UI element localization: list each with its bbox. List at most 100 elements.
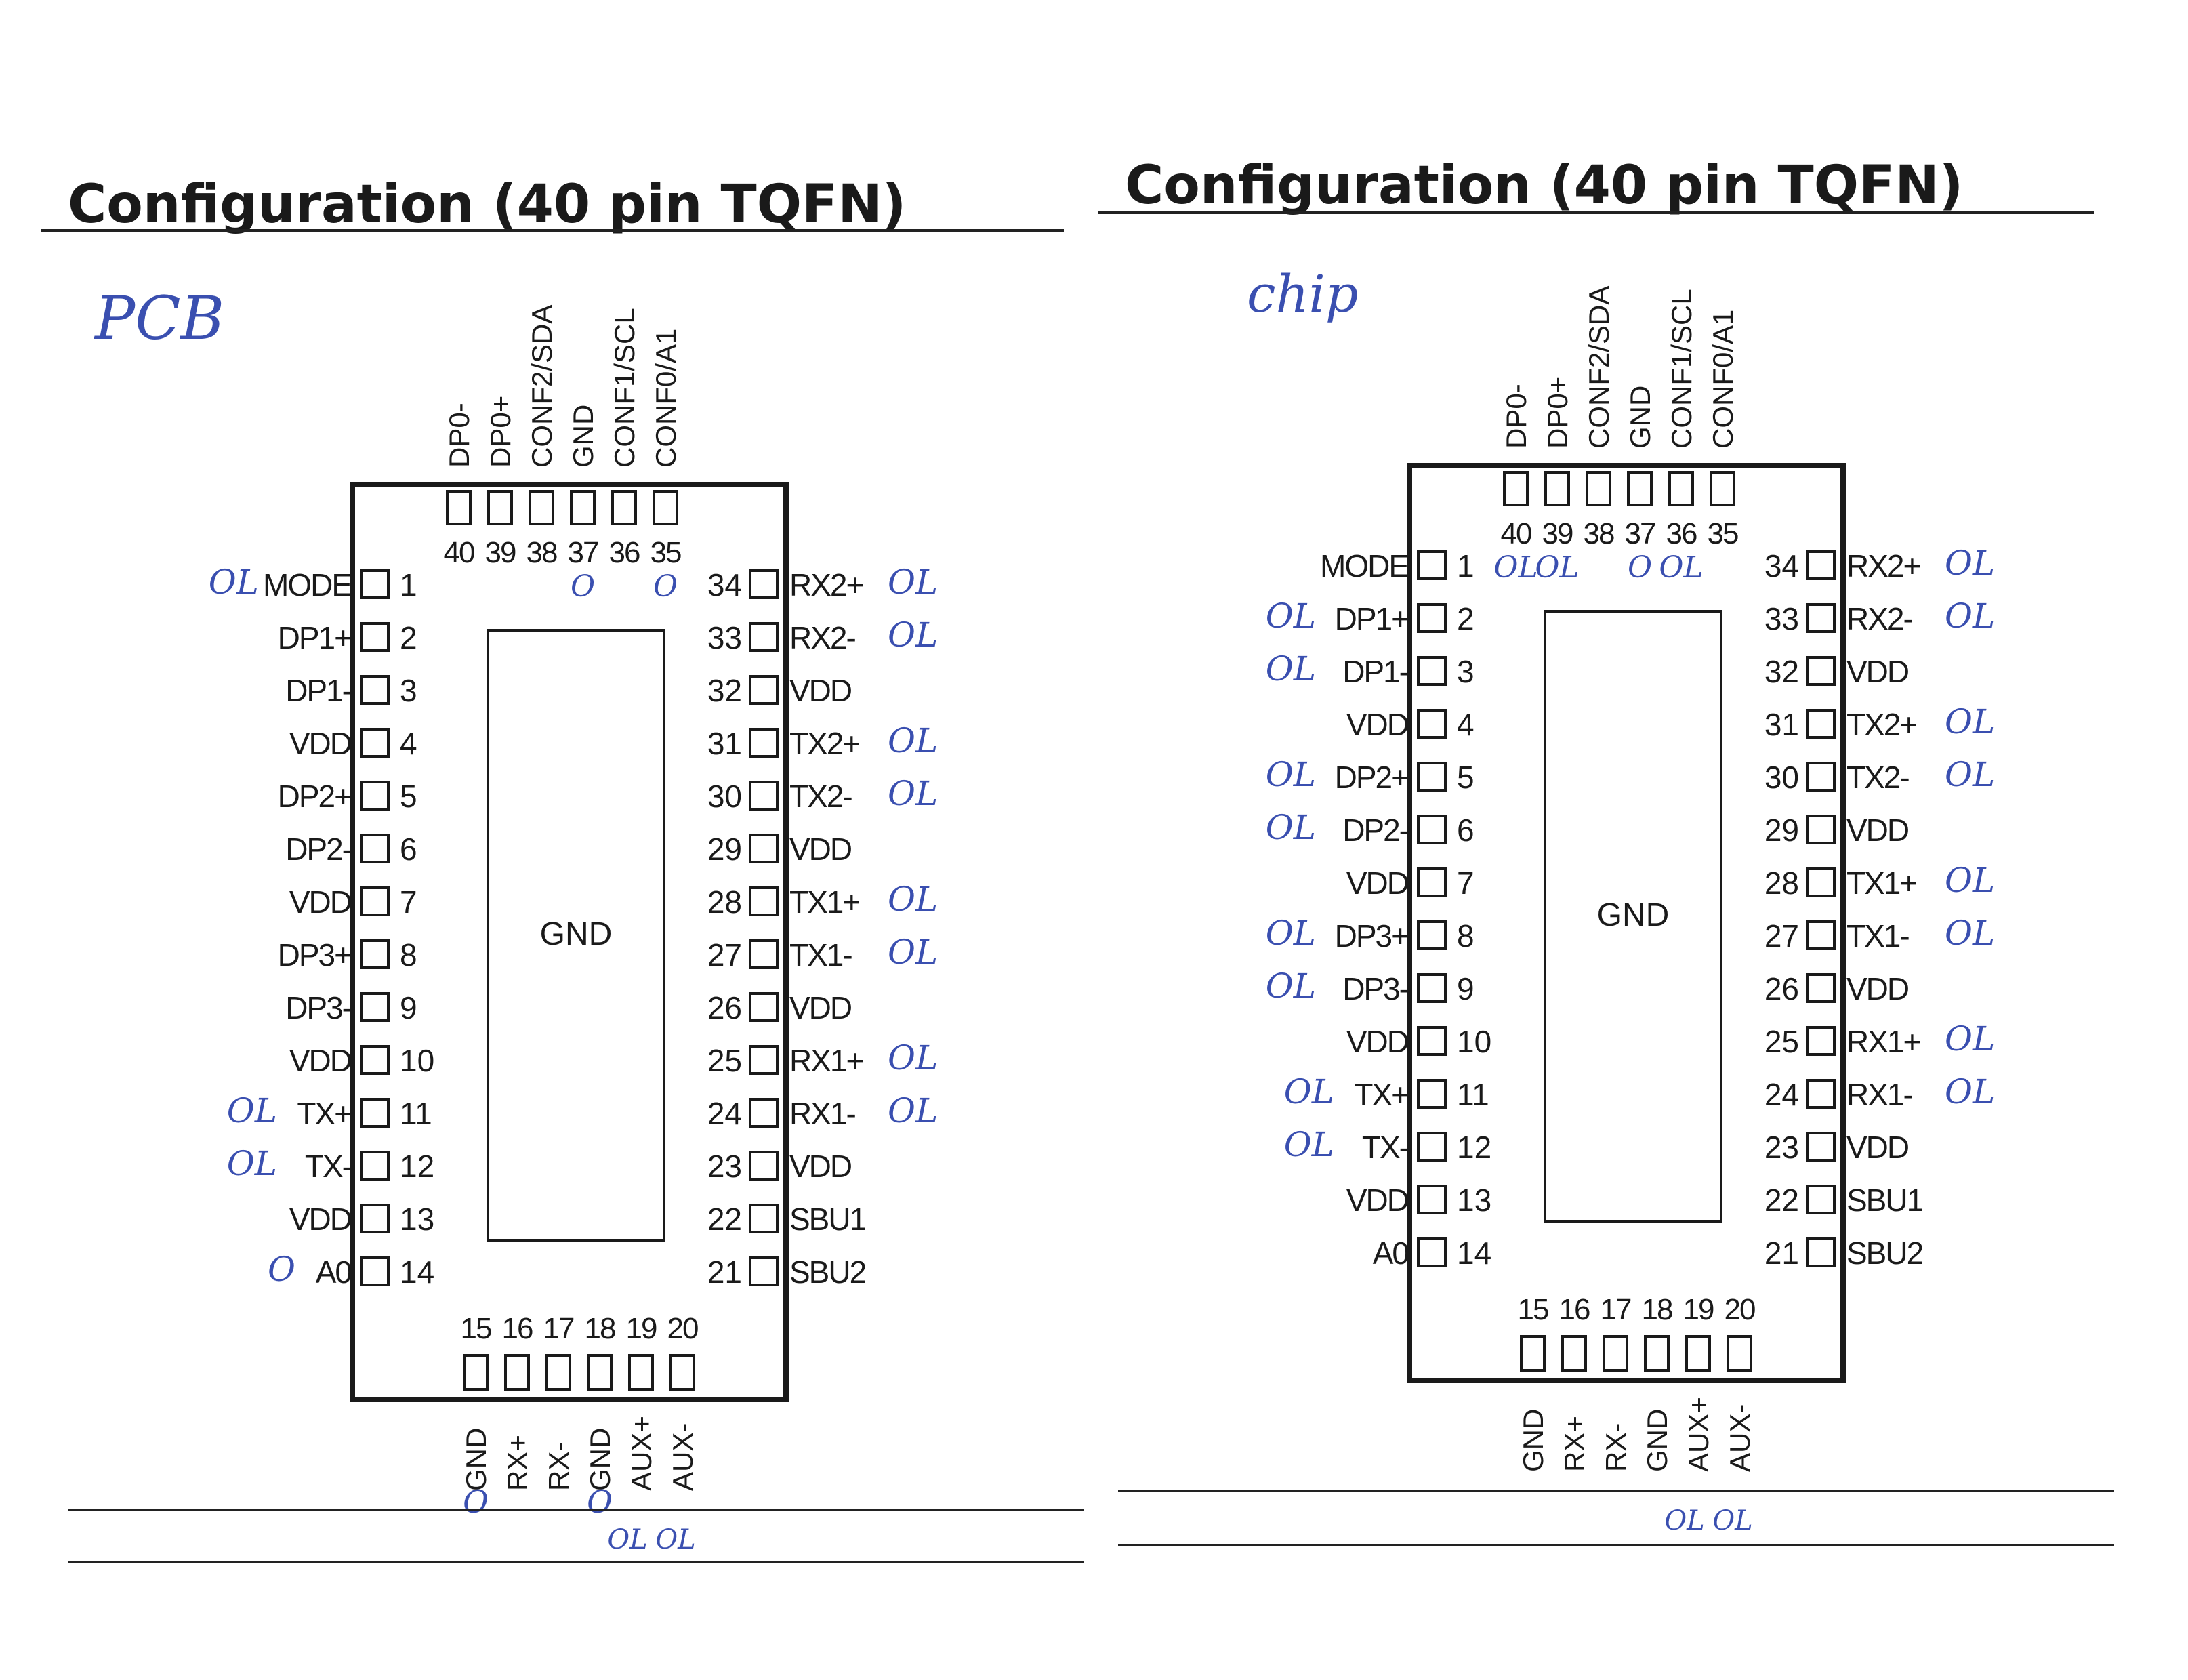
- pin-name: DP3-: [285, 990, 351, 1025]
- pin-name: RX+: [1559, 1416, 1590, 1472]
- pin-name: TX-: [1362, 1130, 1409, 1165]
- pin-number: 24: [1764, 1077, 1799, 1112]
- pin-pad: [545, 1354, 571, 1391]
- pin-pad: [1417, 762, 1447, 792]
- pin-number: 17: [543, 1312, 574, 1345]
- exposed-pad-label: GND: [1597, 897, 1670, 933]
- pin-number: 2: [400, 620, 417, 655]
- pin-pad: [529, 490, 554, 525]
- pin-name: DP2+: [278, 779, 351, 814]
- pin-number: 5: [1457, 760, 1474, 795]
- pin-number: 9: [400, 990, 417, 1025]
- pin-name: RX1+: [1846, 1024, 1920, 1059]
- pin-number: 21: [1764, 1235, 1799, 1271]
- pin-number: 7: [400, 884, 417, 920]
- pin-pad: [611, 490, 637, 525]
- pin-number: 29: [1764, 813, 1799, 848]
- pin-name: DP3-: [1342, 971, 1408, 1006]
- pin-pad: [587, 1354, 613, 1391]
- pin-pad: [1710, 471, 1735, 506]
- pin-name: RX2-: [789, 620, 855, 655]
- pin-name: VDD: [1346, 1024, 1409, 1059]
- pin-pad: [1586, 471, 1611, 506]
- pin-pad: [504, 1354, 530, 1391]
- pin-name: A0: [316, 1254, 352, 1290]
- pin-pad: [360, 1204, 390, 1233]
- exposed-pad-label: GND: [540, 916, 613, 952]
- handwritten-note: O: [1628, 550, 1652, 585]
- handwritten-note: OL: [1266, 808, 1316, 847]
- pin-pad: [1806, 656, 1836, 686]
- pin-pad: [1417, 1079, 1447, 1109]
- pin-pad: [1806, 920, 1836, 950]
- pin-number: 7: [1457, 865, 1474, 901]
- pin-pad: [749, 939, 779, 969]
- pin-pad: [749, 1151, 779, 1181]
- pin-name: GND: [584, 1428, 616, 1491]
- pin-name: DP1+: [1335, 601, 1408, 636]
- pin-pad: [653, 490, 678, 525]
- pin-name: RX-: [543, 1442, 575, 1491]
- pin-number: 6: [400, 832, 417, 867]
- pin-pad: [1503, 471, 1529, 506]
- pin-pad: [749, 886, 779, 916]
- pin-name: TX1+: [789, 884, 859, 920]
- pin-pad: [446, 490, 472, 525]
- pin-pad: [1806, 1079, 1836, 1109]
- pin-pad: [463, 1354, 489, 1391]
- pin-number: 4: [400, 726, 417, 761]
- pin-pad: [360, 886, 390, 916]
- pin-pad: [360, 1045, 390, 1075]
- pin-pad: [1668, 471, 1694, 506]
- pin-number: 19: [626, 1312, 657, 1345]
- pin-number: 15: [1518, 1293, 1548, 1326]
- pin-name: RX+: [501, 1435, 533, 1491]
- pin-name: DP2-: [1342, 813, 1408, 848]
- pin-pad: [1417, 1132, 1447, 1162]
- pin-number: 22: [1764, 1183, 1799, 1218]
- pin-name: SBU2: [789, 1254, 866, 1290]
- pin-name: VDD: [789, 832, 852, 867]
- pin-name: TX2+: [789, 726, 859, 761]
- pin-pad: [1417, 815, 1447, 844]
- pin-number: 36: [609, 536, 640, 569]
- pin-number: 31: [1764, 707, 1799, 742]
- pin-number: 10: [400, 1043, 434, 1078]
- handwritten-note: OL: [888, 774, 938, 813]
- handwritten-note: OL: [1266, 966, 1316, 1006]
- pin-pad: [1520, 1335, 1546, 1372]
- pin-name: VDD: [1846, 813, 1909, 848]
- pin-pad: [749, 675, 779, 705]
- pin-number: 21: [707, 1254, 742, 1290]
- pin-number: 3: [400, 673, 417, 708]
- pin-number: 16: [1559, 1293, 1590, 1326]
- section-title: Configuration (40 pin TQFN): [68, 174, 906, 235]
- panel-layer: GND1MODEOL2DP1+3DP1-4VDD5DP2+6DP2-7VDD8D…: [41, 155, 2114, 1563]
- pin-name: VDD: [289, 1202, 352, 1237]
- pin-number: 38: [1584, 517, 1614, 550]
- pin-name: TX2-: [1846, 760, 1909, 795]
- pin-number: 13: [1457, 1183, 1491, 1218]
- pin-pad: [360, 1256, 390, 1286]
- pin-name: TX2-: [789, 779, 852, 814]
- pin-number: 29: [707, 832, 742, 867]
- pin-pad: [749, 1045, 779, 1075]
- pin-number: 13: [400, 1202, 434, 1237]
- pin-number: 2: [1457, 601, 1474, 636]
- pin-name: DP2+: [1335, 760, 1408, 795]
- pin-pad: [1727, 1335, 1752, 1372]
- pin-number: 30: [1764, 760, 1799, 795]
- pin-name: TX2+: [1846, 707, 1916, 742]
- pin-name: SBU2: [1846, 1235, 1923, 1271]
- handwritten-note: OL: [1945, 596, 1995, 636]
- pin-pad: [1627, 471, 1653, 506]
- pin-pad: [669, 1354, 695, 1391]
- pin-pad: [749, 834, 779, 863]
- pin-pad: [570, 490, 596, 525]
- pin-number: 12: [1457, 1130, 1491, 1165]
- pin-number: 17: [1601, 1293, 1631, 1326]
- pin-number: 35: [651, 536, 681, 569]
- handwritten-note: OL: [888, 880, 938, 919]
- pin-pad: [749, 622, 779, 652]
- pin-number: 39: [1542, 517, 1573, 550]
